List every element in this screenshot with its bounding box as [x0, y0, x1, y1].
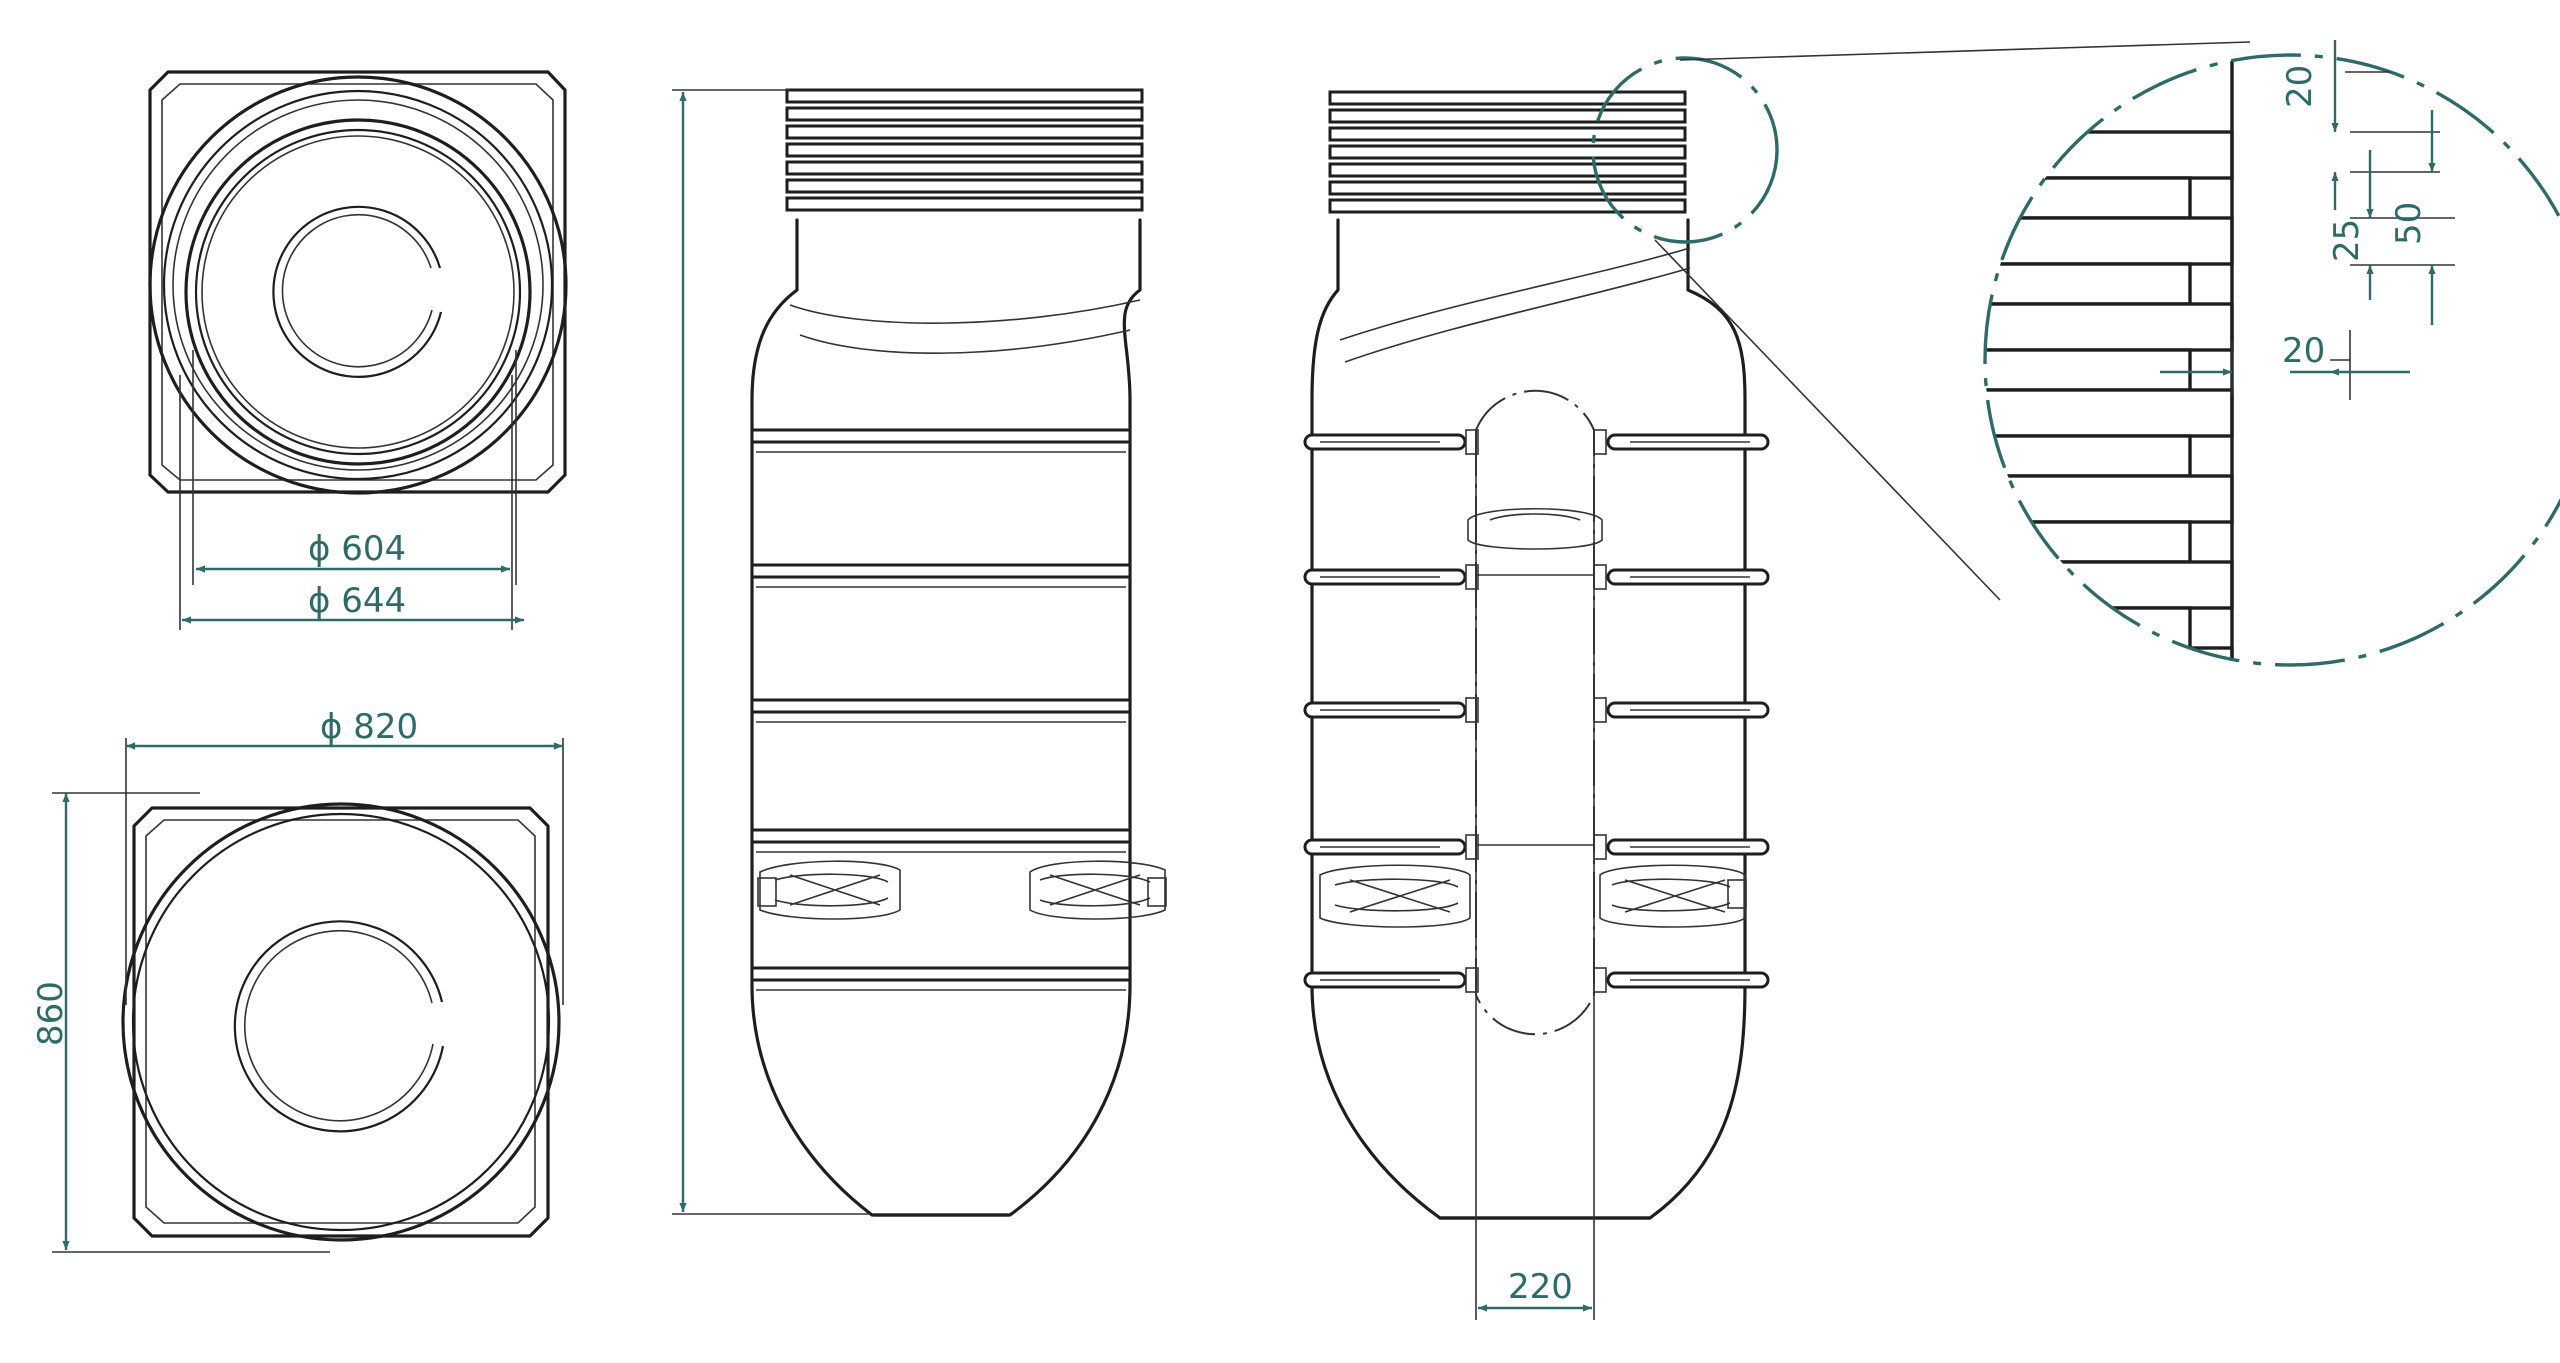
detail-rib: [1985, 560, 2234, 610]
collar-ring: [1328, 90, 1687, 106]
detail-rib-root: [1985, 262, 2192, 306]
section-band-clip: [1465, 429, 1479, 455]
collar-ring: [785, 196, 1144, 212]
detail-rib: [1985, 388, 2234, 438]
dimension-channel-width: 220: [1478, 1267, 1592, 1312]
handle-right: [1029, 860, 1167, 920]
section-view: [1303, 90, 1770, 1320]
dim-label-detail-20-top: 20: [2280, 65, 2320, 108]
detail-rib-root: [1985, 606, 2192, 650]
side-elevation: [672, 88, 1167, 1217]
collar-ring: [785, 160, 1144, 176]
section-band-clip: [1465, 697, 1479, 723]
collar-ring: [785, 142, 1144, 158]
detail-rib: [1985, 302, 2234, 352]
body-band: [750, 428, 1132, 444]
collar-ring: [1328, 144, 1687, 160]
top-view: [148, 70, 568, 630]
section-band-clip: [1593, 834, 1607, 860]
collar-ring: [1328, 162, 1687, 178]
detail-rib-root: [1985, 176, 2192, 220]
collar-ring: [785, 178, 1144, 194]
dim-label-detail-20-depth: 20: [2282, 331, 2325, 371]
collar-ring: [1328, 108, 1687, 124]
detail-rib-root: [1900, 694, 2190, 734]
inner-channel: [1467, 389, 1603, 1320]
dim-label-detail-50: 50: [2389, 202, 2429, 245]
dimension-inner-diameter: ϕ 604: [196, 529, 510, 573]
detail-rib: [1985, 474, 2234, 524]
detail-rib: [1985, 216, 2234, 266]
detail-rib: [1985, 646, 2234, 665]
dimension-body-diameter: ϕ 820: [125, 707, 564, 1005]
detail-rib-root: [1985, 348, 2192, 392]
section-band-clip: [1465, 564, 1479, 590]
collar-ring: [1328, 198, 1687, 214]
section-band-clip: [1465, 967, 1479, 993]
dim-label-detail-25: 25: [2327, 219, 2367, 262]
dim-label-860: 860: [31, 981, 71, 1046]
body-band: [750, 563, 1132, 579]
section-band-clip: [1593, 967, 1607, 993]
handle-left: [757, 860, 901, 920]
collar-ring: [785, 88, 1144, 104]
body-band: [750, 698, 1132, 714]
dimension-base-width: 860: [31, 792, 330, 1253]
section-handle-right: [1599, 864, 1747, 928]
dim-label-820: ϕ 820: [320, 707, 418, 747]
section-band-clip: [1593, 697, 1607, 723]
body-band: [750, 966, 1132, 982]
section-handle-left: [1319, 864, 1471, 928]
dimension-outer-diameter: ϕ 644: [182, 581, 524, 624]
dim-label-604: ϕ 604: [308, 529, 406, 569]
detail-rib-root: [1985, 434, 2192, 478]
collar-ring: [785, 106, 1144, 122]
section-band-clip: [1465, 834, 1479, 860]
collar-ring: [1328, 180, 1687, 196]
collar-ring: [785, 124, 1144, 140]
collar-ring: [1328, 126, 1687, 142]
detail-callout: [1591, 40, 2560, 734]
dim-label-644: ϕ 644: [308, 581, 406, 621]
bottom-view: [121, 802, 561, 1242]
section-band-clip: [1593, 564, 1607, 590]
body-band: [750, 828, 1132, 844]
section-band-clip: [1593, 429, 1607, 455]
dim-label-220: 220: [1508, 1267, 1573, 1307]
